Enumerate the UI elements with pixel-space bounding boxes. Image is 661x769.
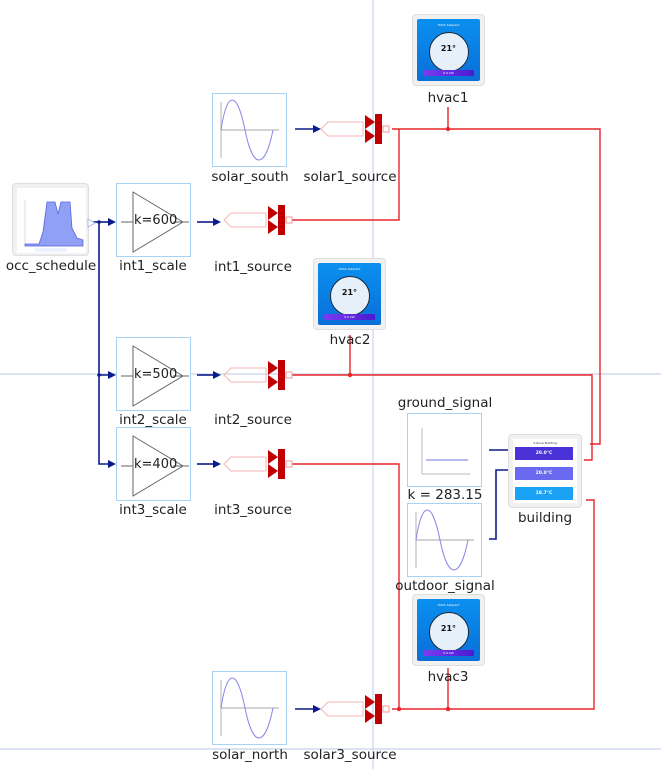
int2-scale-block[interactable]: k=500 — [116, 337, 191, 411]
heat-wires — [292, 107, 601, 710]
heat-source-icon — [365, 115, 375, 129]
outdoor-signal-block[interactable] — [407, 503, 482, 577]
wire-outdoor-to-building[interactable] — [489, 469, 510, 540]
solar-south-block[interactable] — [212, 93, 287, 167]
heat-source-icon — [268, 375, 278, 389]
ground-signal-block[interactable] — [407, 413, 482, 487]
int1-source-heat-port[interactable] — [285, 216, 293, 224]
wire-solar1-bus[interactable] — [392, 128, 601, 445]
int2-source-heat-port[interactable] — [285, 371, 293, 379]
constant-signal-icon — [421, 428, 470, 475]
int1-source-label: int1_source — [214, 259, 292, 275]
hvac1-label: hvac1 — [427, 90, 469, 106]
sine-wave-icon — [415, 509, 474, 571]
int1-source-block[interactable] — [223, 205, 293, 235]
solar1-source-input-port[interactable] — [320, 121, 364, 137]
int2-source-label: int2_source — [214, 412, 292, 428]
hvac3-title: HVAC Setpoint — [437, 603, 460, 607]
building-label: building — [517, 510, 573, 526]
wire-occ-to-int3[interactable] — [98, 375, 108, 465]
solar3-source-block[interactable] — [320, 694, 390, 724]
ground-signal-param: k = 283.15 — [407, 487, 483, 503]
solar1-source-label: solar1_source — [303, 169, 397, 185]
int3-scale-label: int3_scale — [119, 502, 187, 518]
int1-gain-text: k=600 — [134, 213, 178, 228]
heat-source-bar — [278, 449, 285, 479]
wire-int2-bus[interactable] — [292, 374, 593, 461]
sine-wave-icon — [220, 99, 279, 161]
int2-source-input-port[interactable] — [223, 367, 267, 383]
hvac2-setpoint: 21° — [341, 288, 358, 297]
heat-source-icon — [268, 464, 278, 478]
sine-wave-icon — [220, 677, 279, 739]
hvac3-setpoint: 21° — [440, 624, 457, 633]
occ-schedule-chart — [17, 188, 86, 253]
occ-schedule-block[interactable]: Office Occupancy Occupancy fraction by h… — [12, 183, 97, 256]
int1-scale-block[interactable]: k=600 — [116, 183, 191, 257]
heat-source-bar — [375, 114, 382, 144]
gain-triangle-icon — [121, 435, 189, 497]
hvac1-setpoint: 21° — [440, 44, 457, 53]
zone2-temperature: 20.0°C — [515, 467, 573, 480]
int3-scale-block[interactable]: k=400 — [116, 427, 191, 501]
occ-schedule-label: occ_schedule — [5, 258, 97, 274]
int2-source-block[interactable] — [223, 360, 293, 390]
hvac1-block[interactable]: HVAC Setpoint 21° 0.0 kW — [412, 14, 485, 86]
int1-source-input-port[interactable] — [223, 212, 267, 228]
hvac1-dial[interactable]: 21° — [428, 32, 469, 72]
hvac3-dial[interactable]: 21° — [428, 612, 469, 652]
solar3-source-heat-port[interactable] — [382, 705, 390, 713]
heat-source-icon — [365, 695, 375, 709]
solar-south-label: solar_south — [211, 169, 289, 185]
hvac2-label: hvac2 — [329, 332, 371, 348]
solar1-source-heat-port[interactable] — [382, 125, 390, 133]
gain-triangle-icon — [121, 191, 189, 253]
hvac2-title: HVAC Setpoint — [338, 267, 361, 271]
building-block[interactable]: 3-Zone Building 20.0°C 20.0°C 18.7°C — [508, 434, 582, 508]
int3-source-label: int3_source — [214, 502, 292, 518]
int3-source-heat-port[interactable] — [285, 460, 293, 468]
solar3-source-label: solar3_source — [303, 747, 397, 763]
wire-occ-to-int2[interactable] — [98, 222, 108, 376]
zone1-temperature: 20.0°C — [515, 447, 573, 460]
hvac2-power-bar: 0.0 kW — [324, 314, 375, 320]
zone3-temperature: 18.7°C — [515, 487, 573, 500]
heat-source-icon — [268, 206, 278, 220]
int1-scale-label: int1_scale — [119, 258, 187, 274]
heat-source-icon — [268, 220, 278, 234]
wire-solar3-bus[interactable] — [392, 499, 595, 710]
hvac2-block[interactable]: HVAC Setpoint 21° 0.0 kW — [313, 258, 386, 330]
heat-junctions — [347, 126, 451, 712]
heat-source-bar — [278, 205, 285, 235]
int3-source-block[interactable] — [223, 449, 293, 479]
hvac3-block[interactable]: HVAC Setpoint 21° 0.0 kW — [412, 594, 485, 666]
heat-source-icon — [268, 450, 278, 464]
wire-int1-to-bus[interactable] — [292, 129, 400, 221]
wire-int3-bus[interactable] — [292, 463, 400, 709]
heat-source-icon — [268, 361, 278, 375]
int3-gain-text: k=400 — [134, 457, 178, 472]
hvac1-title: HVAC Setpoint — [437, 23, 460, 27]
heat-source-icon — [365, 709, 375, 723]
ground-signal-label: ground_signal — [397, 395, 493, 411]
gain-triangle-icon — [121, 345, 189, 407]
hvac3-power-bar: 0.0 kW — [423, 650, 474, 656]
hvac1-power-bar: 0.0 kW — [423, 70, 474, 76]
solar-north-label: solar_north — [212, 747, 288, 763]
occ-output-port[interactable] — [87, 218, 97, 228]
building-title: 3-Zone Building — [533, 441, 557, 445]
heat-source-icon — [365, 129, 375, 143]
hvac2-dial[interactable]: 21° — [329, 276, 370, 316]
hvac3-label: hvac3 — [427, 669, 469, 685]
int3-source-input-port[interactable] — [223, 456, 267, 472]
heat-source-bar — [278, 360, 285, 390]
heat-source-bar — [375, 694, 382, 724]
int2-gain-text: k=500 — [134, 367, 178, 382]
int2-scale-label: int2_scale — [119, 412, 187, 428]
solar3-source-input-port[interactable] — [320, 701, 364, 717]
solar-north-block[interactable] — [212, 671, 287, 745]
solar1-source-block[interactable] — [320, 114, 390, 144]
outdoor-signal-label: outdoor_signal — [395, 578, 495, 594]
